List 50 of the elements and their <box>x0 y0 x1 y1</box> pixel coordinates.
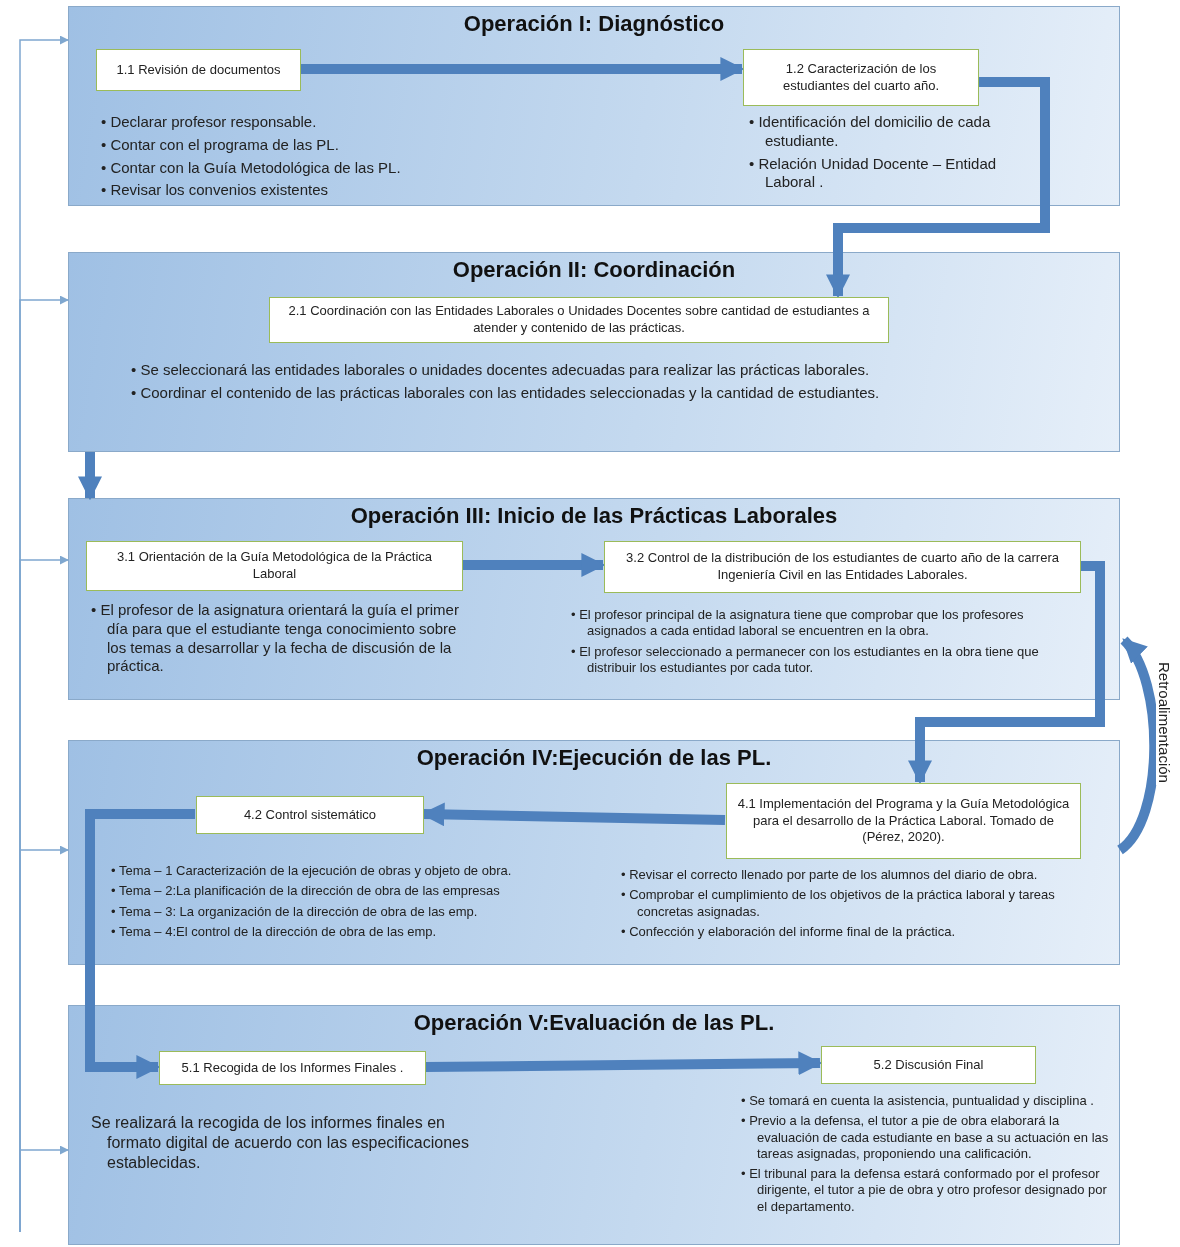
bullet-text: • Contar con el programa de las PL. <box>101 135 340 155</box>
process-box: 5.2 Discusión Final <box>821 1046 1036 1084</box>
bullet-text: • Revisar los convenios existentes <box>101 181 330 200</box>
process-box: 3.2 Control de la distribución de los estudiantes de cuarto año de la carrera Ingeniería Civil en las Entidades Laborales. <box>604 541 1081 593</box>
arrow <box>462 553 606 577</box>
arrow <box>300 57 745 81</box>
stage-panel <box>68 252 1120 452</box>
bullet-text: • Contar con la Guía Metodológica de las PL. <box>101 158 402 178</box>
panel-title: Operación III: Inicio de las Prácticas Laborales <box>350 503 838 529</box>
bullet-text: • Tema – 1 Caracterización de la ejecución de obras y objeto de obra. <box>111 863 513 880</box>
arrow <box>85 809 195 1079</box>
bullet-text: • Se tomará en cuenta la asistencia, puntualidad y disciplina . <box>741 1093 1095 1110</box>
bullet-text: • Se seleccionará las entidades laborales o unidades docentes adecuadas para realizar las prácticas laborales. <box>131 361 871 380</box>
process-box: 3.1 Orientación de la Guía Metodológica de la Práctica Laboral <box>86 541 463 591</box>
process-box: 1.2 Caracterización de los estudiantes del cuarto año. <box>743 49 979 106</box>
bullet-text: • Tema – 3: La organización de la dirección de obra de las emp. <box>111 903 479 920</box>
process-box: 2.1 Coordinación con las Entidades Laborales o Unidades Docentes sobre cantidad de estudiantes a atender y contenido de las prácticas. <box>269 297 889 343</box>
process-box: 1.1 Revisión de documentos <box>96 49 301 91</box>
bullet-text: Se realizará la recogida de los informes finales en formato digital de acuerdo con las especificaciones establecidas. <box>91 1113 470 1173</box>
stage-panel <box>68 1005 1120 1245</box>
process-box: 4.2 Control sistemático <box>196 796 424 834</box>
bullet-text: • Relación Unidad Docente – Entidad Laboral . <box>749 154 998 192</box>
bullet-text: • Tema – 4:El control de la dirección de obra de las emp. <box>111 923 438 940</box>
panel-title: Operación I: Diagnóstico <box>463 11 725 37</box>
bullet-text: • El profesor de la asignatura orientará la guía el primer día para que el estudiante tenga conocimiento sobre los temas a desarrollar y la fecha de discusión de la práctica. <box>91 601 460 676</box>
process-box: 5.1 Recogida de los Informes Finales . <box>159 1051 426 1085</box>
bullet-text: • Previo a la defensa, el tutor a pie de obra elaborará la evaluación de cada estudiante en base a su actuación en las tareas asignadas, proponiendo una calificación. <box>741 1113 1110 1162</box>
arrow <box>908 561 1105 785</box>
bullet-text: • Coordinar el contenido de las prácticas laborales con las entidades seleccionadas y la cantidad de estudiantes. <box>131 383 881 403</box>
bullet-text: • El profesor seleccionado a permanecer con los estudiantes en la obra tiene que distribuir los estudiantes por cada tutor. <box>571 643 1040 676</box>
stage-panel <box>68 6 1120 206</box>
process-box: 4.1 Implementación del Programa y la Guía Metodológica para el desarrollo de la Práctica Laboral. Tomado de (Pérez, 2020). <box>726 783 1081 859</box>
arrow <box>424 1051 823 1076</box>
bullet-text: • Tema – 2:La planificación de la dirección de obra de las empresas <box>111 883 501 900</box>
bullet-text: • Identificación del domicilio de cada estudiante. <box>749 113 992 151</box>
panel-title: Operación V:Evaluación de las PL. <box>413 1010 775 1036</box>
panel-title: Operación IV:Ejecución de las PL. <box>416 745 772 771</box>
bullet-text: • Declarar profesor responsable. <box>101 113 318 132</box>
stage-panel <box>68 498 1120 700</box>
bullet-text: • Revisar el correcto llenado por parte de los alumnos del diario de obra. <box>621 867 1039 884</box>
arrow <box>826 77 1050 299</box>
arrow <box>19 1145 69 1233</box>
stage-panel <box>68 740 1120 965</box>
edge-label: Retroalimentación <box>1156 660 1173 785</box>
bullet-text: • Comprobar el cumplimiento de los objetivos de la práctica laboral y tareas concretas asignadas. <box>621 887 1056 920</box>
panel-title: Operación II: Coordinación <box>452 257 736 283</box>
bullet-text: • El profesor principal de la asignatura tiene que comprobar que los profesores asignados a cada entidad laboral se encuentren en la obra. <box>571 607 1025 640</box>
arrow <box>78 452 102 501</box>
bullet-text: • El tribunal para la defensa estará conformado por el profesor dirigente, el tutor a pie de obra y otro profesor designado por el departamento. <box>741 1166 1108 1215</box>
bullet-text: • Confección y elaboración del informe final de la práctica. <box>621 923 957 940</box>
